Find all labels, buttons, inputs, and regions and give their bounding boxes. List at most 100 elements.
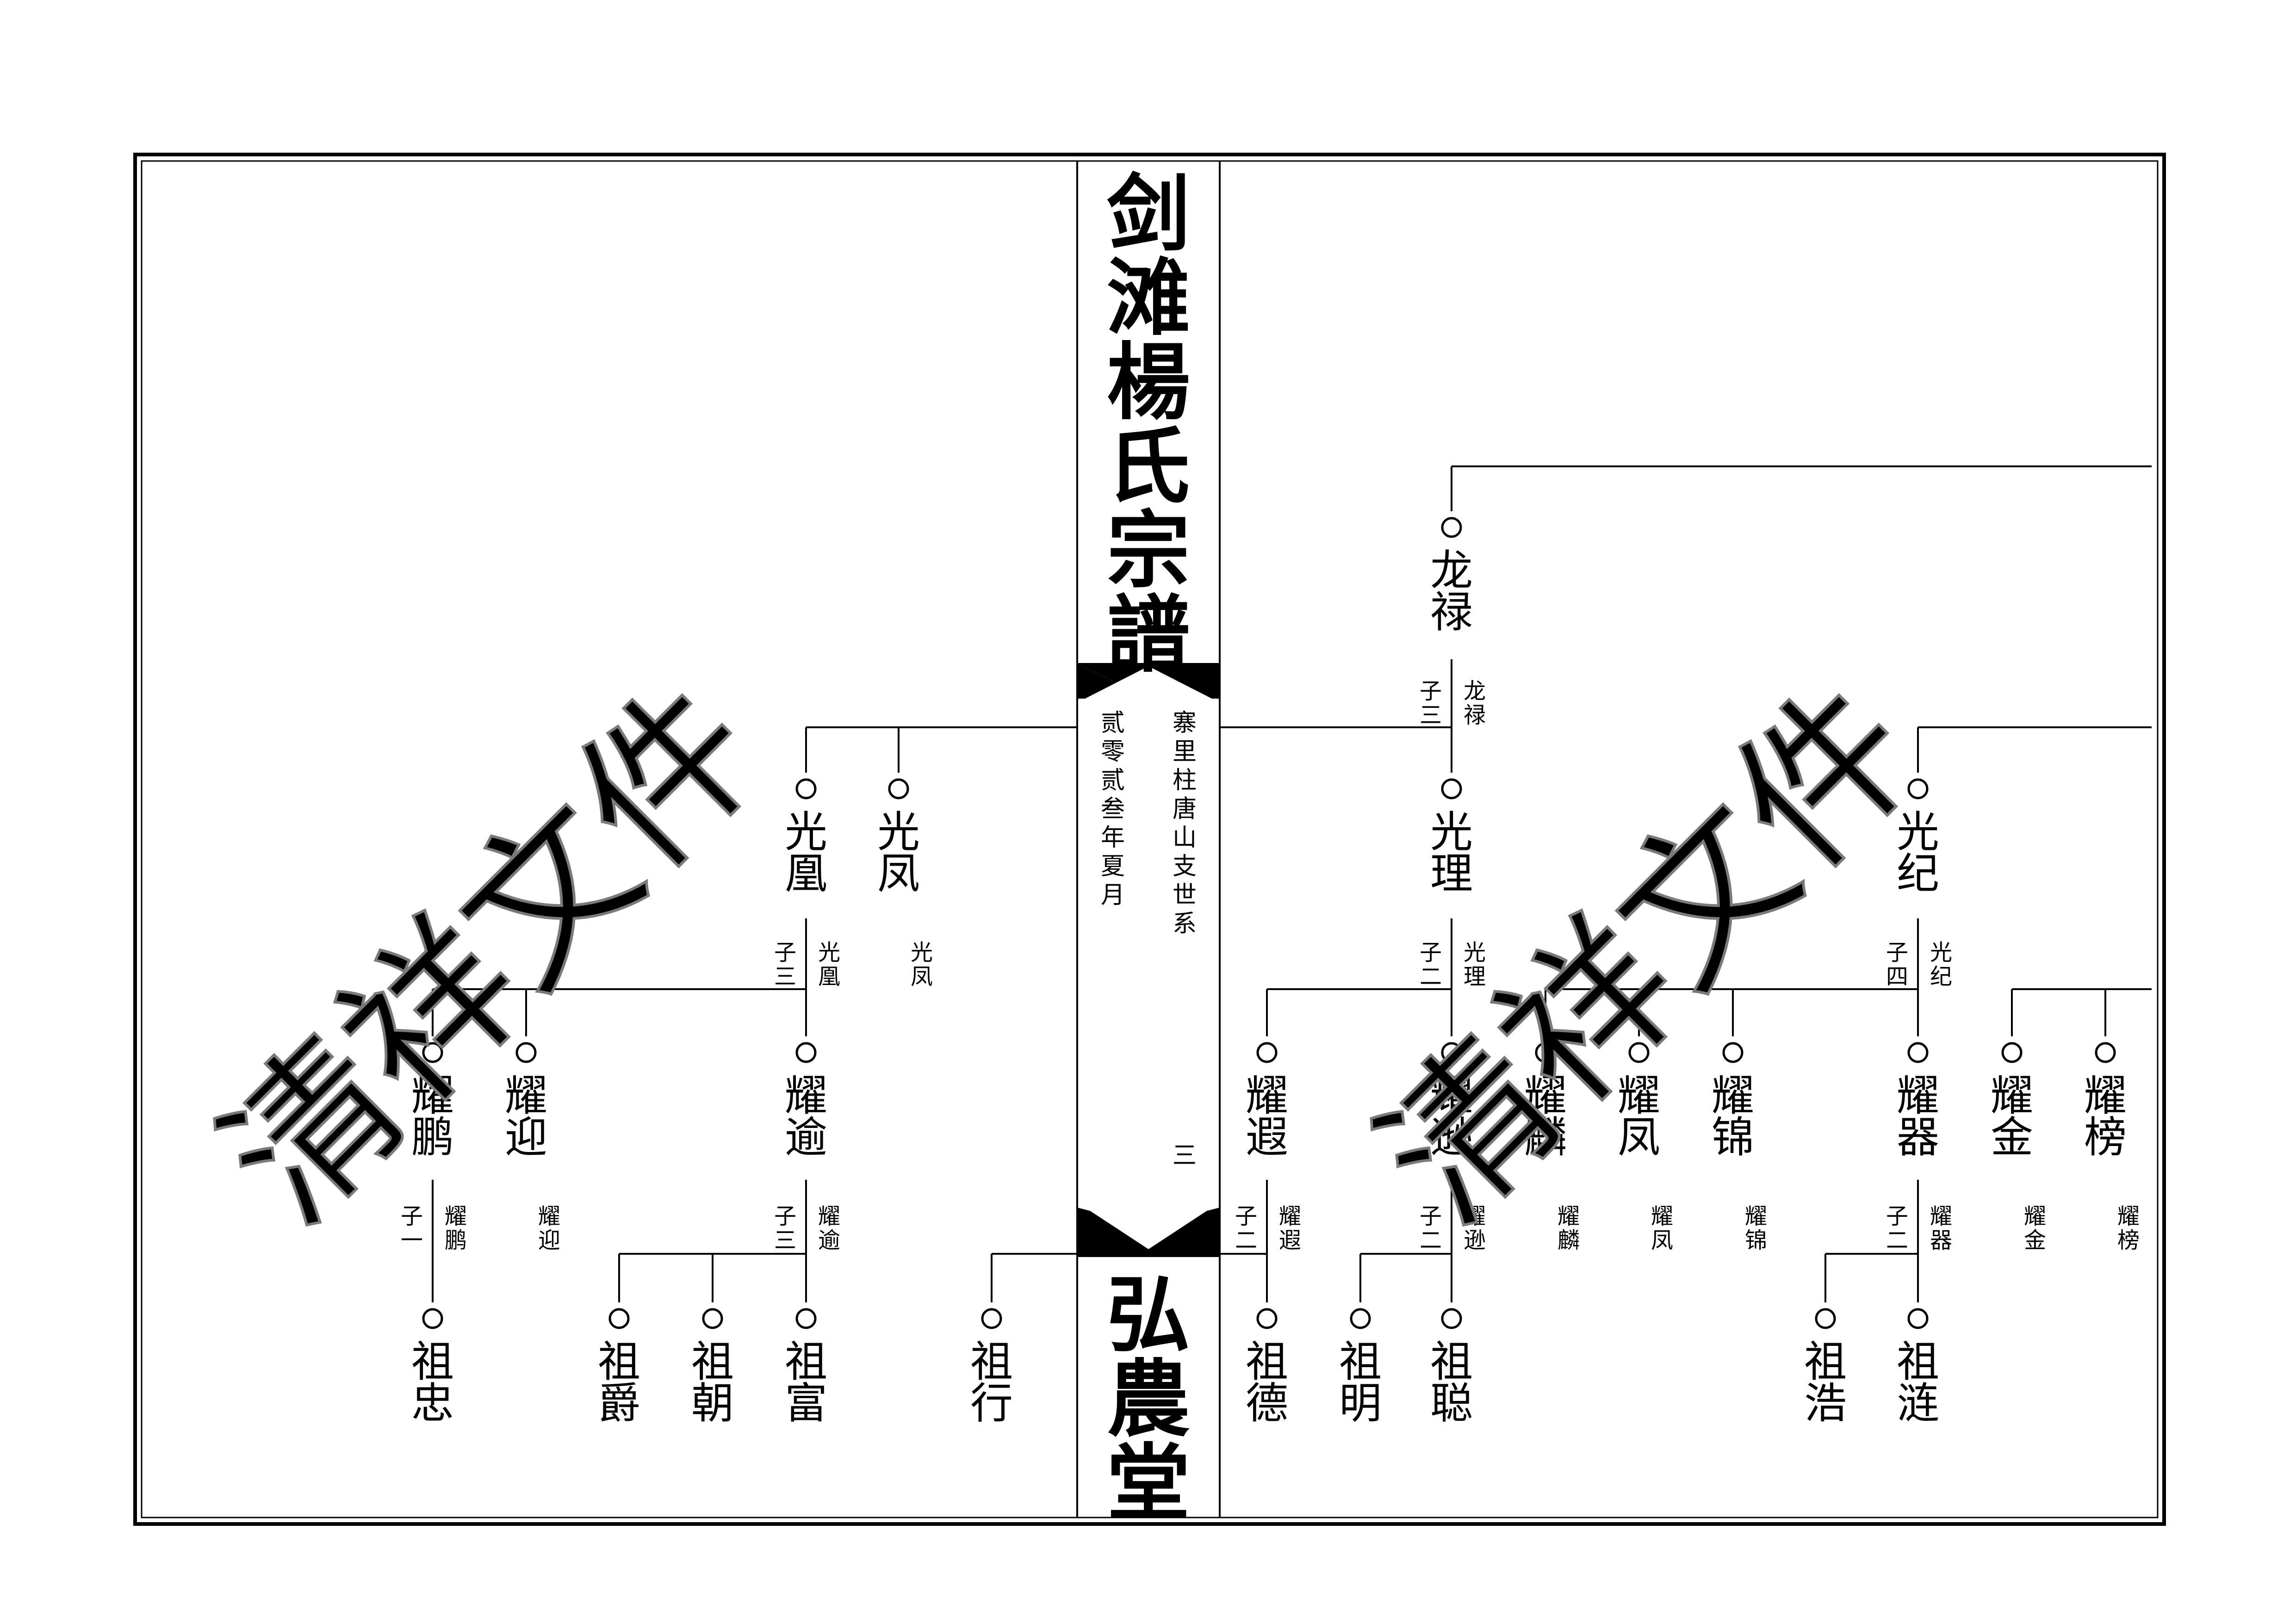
person-name: 祖涟 (1897, 1337, 1939, 1428)
genealogy-title-char: 譜 (1107, 586, 1190, 684)
child-count: 子二 (1420, 940, 1442, 990)
person-name-char: 锦 (1712, 1113, 1754, 1162)
sibling-name-char: 耀 (538, 1203, 560, 1229)
person-name-char: 逾 (785, 1113, 827, 1162)
person-name: 耀迎 (505, 1071, 547, 1162)
father-name-char: 光 (818, 940, 840, 966)
person-node: 祖行 (970, 1308, 1013, 1428)
person-name-char: 耀 (785, 1071, 827, 1121)
person-node: 光凰 (785, 778, 827, 898)
person-name-char: 涟 (1897, 1379, 1939, 1428)
person-node: 耀遐 (1246, 1042, 1288, 1162)
watermark: 清祥文件 (186, 649, 797, 1260)
node-circle (1907, 778, 1929, 799)
genealogy-title-char: 楊 (1107, 334, 1190, 431)
sibling-name: 耀榜 (2117, 1203, 2140, 1253)
child-count-char: 一 (401, 1227, 423, 1253)
father-name-char: 光 (1930, 940, 1952, 966)
father-name-char: 耀 (1464, 1203, 1486, 1229)
tree-lines (432, 465, 2152, 1302)
branch-name-char: 寨 (1173, 709, 1197, 737)
child-count-char: 三 (1420, 702, 1442, 728)
person-name-char: 祖 (1339, 1337, 1382, 1387)
person-name: 祖忠 (411, 1337, 454, 1428)
person-name-char: 迎 (505, 1113, 547, 1162)
branch-name-char: 唐 (1173, 795, 1197, 823)
father-name-char: 纪 (1930, 964, 1952, 990)
child-count-char: 四 (1886, 964, 1908, 990)
person-name-char: 德 (1246, 1379, 1288, 1428)
person-name-char: 禄 (1430, 588, 1473, 637)
person-name-char: 理 (1430, 849, 1473, 898)
node-circle (1722, 1042, 1744, 1063)
person-node: 祖涟 (1897, 1308, 1939, 1428)
sibling-name-char: 金 (2024, 1227, 2046, 1253)
sibling-name: 光凤 (911, 940, 933, 990)
person-node: 耀锦 (1712, 1042, 1754, 1162)
person-name-char: 祖 (1246, 1337, 1288, 1387)
inner-frame (141, 160, 2159, 1518)
person-node: 耀器 (1897, 1042, 1939, 1162)
page-number-char: 三 (1173, 1142, 1197, 1170)
branch-name-char: 山 (1173, 824, 1197, 852)
father-name-char: 逊 (1464, 1227, 1486, 1253)
node-circle (702, 1308, 723, 1329)
child-count-char: 子 (1420, 1203, 1442, 1229)
person-name-char: 榜 (2084, 1113, 2127, 1162)
person-node: 光理 (1430, 778, 1473, 898)
person-name: 耀榜 (2084, 1071, 2127, 1162)
person-name: 耀逊 (1430, 1071, 1473, 1162)
person-name-char: 凤 (1618, 1113, 1660, 1162)
sibling-name: 耀凤 (1651, 1203, 1673, 1253)
outer-frame (133, 153, 2166, 1526)
hall-name: 弘農堂 (1107, 1266, 1190, 1532)
person-node: 祖朝 (691, 1308, 734, 1428)
genealogy-title-char: 滩 (1107, 249, 1190, 347)
node-circle (1350, 1308, 1371, 1329)
node-circle (422, 1308, 443, 1329)
person-name: 耀逾 (785, 1071, 827, 1162)
node-circle (888, 778, 909, 799)
compile-date-char: 零 (1101, 738, 1125, 766)
person-name-char: 耀 (505, 1071, 547, 1121)
person-name-char: 祖 (1804, 1337, 1847, 1387)
child-count-char: 子 (1886, 1203, 1908, 1229)
person-name: 祖爵 (598, 1337, 640, 1428)
person-name-char: 祖 (785, 1337, 827, 1387)
node-circle (795, 1308, 817, 1329)
person-name: 耀遐 (1246, 1071, 1288, 1162)
branch-name-char: 系 (1173, 910, 1197, 938)
child-count-char: 二 (1886, 1227, 1908, 1253)
node-circle (1907, 1308, 1929, 1329)
compile-date-char: 月 (1101, 881, 1125, 909)
genealogy-title-char: 宗 (1107, 502, 1190, 600)
person-node: 耀鹏 (411, 1042, 454, 1162)
genealogy-title-char: 氏 (1107, 418, 1190, 515)
node-circle (1441, 517, 1462, 538)
child-count: 子三 (774, 1203, 796, 1253)
sibling-name-char: 耀 (1651, 1203, 1673, 1229)
node-circle (1441, 1042, 1462, 1063)
person-name: 耀麟 (1524, 1071, 1567, 1162)
person-name-char: 凰 (785, 849, 827, 898)
node-circle (1535, 1042, 1556, 1063)
person-name-char: 耀 (1430, 1071, 1473, 1121)
node-circle (2095, 1042, 2116, 1063)
node-circle (981, 1308, 1002, 1329)
compile-date-char: 贰 (1101, 767, 1125, 794)
person-name-char: 祖 (1897, 1337, 1939, 1387)
father-name-char: 龙 (1464, 678, 1486, 704)
person-name-char: 朝 (691, 1379, 734, 1428)
person-name: 光凰 (785, 807, 827, 898)
genealogy-title-char: 剑 (1107, 165, 1190, 263)
person-name-char: 逊 (1430, 1113, 1473, 1162)
person-name: 光纪 (1897, 807, 1939, 898)
person-name-char: 忠 (411, 1379, 454, 1428)
person-name-char: 祖 (598, 1337, 640, 1387)
